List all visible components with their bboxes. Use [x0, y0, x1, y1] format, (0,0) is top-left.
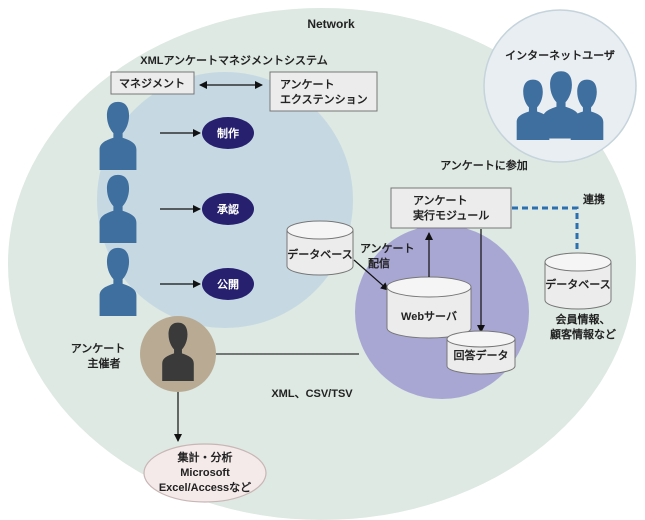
participate-label: アンケートに参加 — [440, 158, 528, 172]
approve-action-label: 承認 — [217, 202, 239, 216]
answer-data: 回答データ — [446, 330, 516, 375]
delivery-label-line1: アンケート — [360, 242, 415, 255]
external-database: データベース — [544, 252, 612, 310]
extension-box: アンケート エクステンション — [269, 71, 378, 112]
main-database-label: データベース — [287, 247, 352, 261]
extension-box-line1: アンケート — [280, 78, 335, 91]
analysis-line2: Microsoft — [180, 467, 230, 479]
external-database-label: データベース — [545, 277, 610, 291]
analysis-area: 集計・分析 Microsoft Excel/Accessなど — [143, 443, 267, 503]
web-server-label: Webサーバ — [401, 310, 457, 323]
organizer-label-line1: アンケート — [71, 342, 126, 355]
link-label: 連携 — [583, 192, 605, 206]
approve-action: 承認 — [202, 193, 254, 225]
network-label: Network — [307, 17, 355, 31]
create-action-label: 制作 — [217, 126, 239, 140]
link-dashed-line — [512, 206, 579, 256]
internet-users-label: インターネットユーザ — [505, 49, 615, 62]
delivery-arrow — [353, 259, 389, 291]
management-box-label: マネジメント — [119, 77, 185, 90]
analysis-line3: Excel/Accessなど — [159, 481, 251, 494]
web-server: Webサーバ — [386, 276, 472, 339]
publish-action: 公開 — [202, 268, 254, 300]
execution-module-box: アンケート 実行モジュール — [390, 187, 512, 229]
analysis-line1: 集計・分析 — [177, 450, 233, 464]
organizer-label-line2: 主催者 — [88, 356, 121, 370]
publish-action-label: 公開 — [217, 278, 239, 291]
system-title: XMLアンケートマネジメントシステム — [140, 54, 327, 67]
delivery-label-line2: 配信 — [368, 256, 390, 270]
member-info-line2: 顧客情報など — [550, 327, 616, 341]
export-format-label: XML、CSV/TSV — [271, 388, 353, 400]
member-info-line1: 会員情報、 — [556, 312, 611, 326]
extension-box-line2: エクステンション — [280, 93, 368, 106]
answer-data-label: 回答データ — [454, 348, 509, 362]
create-action: 制作 — [202, 117, 254, 149]
execution-module-line2: 実行モジュール — [413, 208, 489, 222]
internet-users-icon — [516, 71, 604, 140]
main-database: データベース — [286, 220, 354, 276]
execution-module-line1: アンケート — [413, 194, 468, 207]
management-box: マネジメント — [110, 71, 195, 95]
